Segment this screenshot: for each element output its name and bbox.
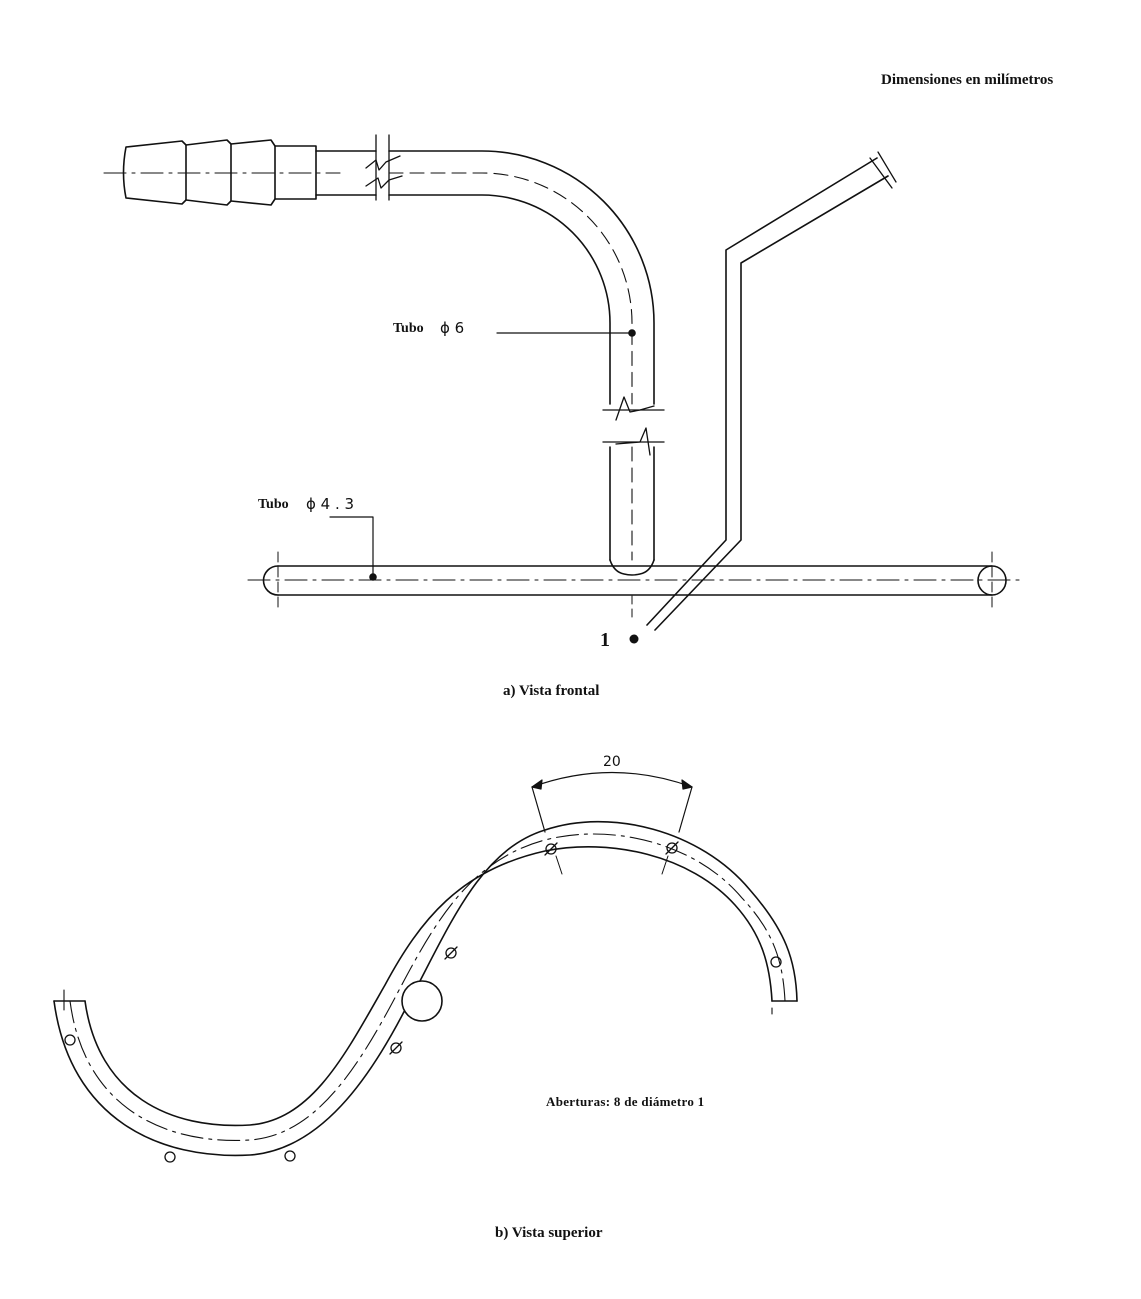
opening-hole — [445, 947, 457, 959]
opening-hole — [390, 1042, 402, 1054]
front-view-drawing — [103, 134, 1023, 644]
opening-hole — [164, 1151, 176, 1163]
part-number-1: 1 — [600, 629, 610, 651]
leader-dot-part-1 — [629, 634, 639, 644]
tube-43-dimension: ϕ 4 . 3 — [306, 495, 355, 513]
opening-hole — [545, 843, 557, 855]
tube-break-vertical — [602, 396, 665, 456]
tube-6-label: Tubo — [393, 321, 424, 336]
s-tube-inner-edge — [84, 846, 773, 1127]
vertical-tube-lower — [609, 446, 655, 576]
tube-43-label: Tubo — [258, 497, 289, 512]
leader-dot-tube-6 — [628, 329, 636, 337]
tube-break-horizontal — [365, 134, 403, 201]
junction-circle — [401, 980, 443, 1022]
units-note: Dimensiones en milímetros — [881, 72, 1054, 88]
leader-dot-tube-43 — [369, 573, 377, 581]
horizontal-tube — [247, 551, 1023, 621]
slanted-tube — [646, 151, 897, 631]
top-view-drawing — [53, 771, 798, 1163]
openings-note: Aberturas: 8 de diámetro 1 — [546, 1094, 705, 1109]
leaders — [329, 332, 633, 576]
opening-hole — [64, 1034, 76, 1046]
opening-hole — [770, 956, 782, 968]
opening-hole — [666, 842, 678, 854]
s-tube-outer-edge — [53, 820, 798, 1157]
front-view-caption: a) Vista frontal — [503, 683, 600, 699]
arc-dimension-20: 20 — [603, 754, 621, 770]
openings — [64, 841, 782, 1163]
top-view-caption: b) Vista superior — [495, 1225, 603, 1241]
tube-6-dimension: ϕ 6 — [440, 319, 465, 337]
arc-dimension — [531, 771, 693, 875]
s-tube-center-line — [69, 833, 786, 1141]
opening-hole — [284, 1150, 296, 1162]
elbow-tube — [388, 150, 655, 405]
